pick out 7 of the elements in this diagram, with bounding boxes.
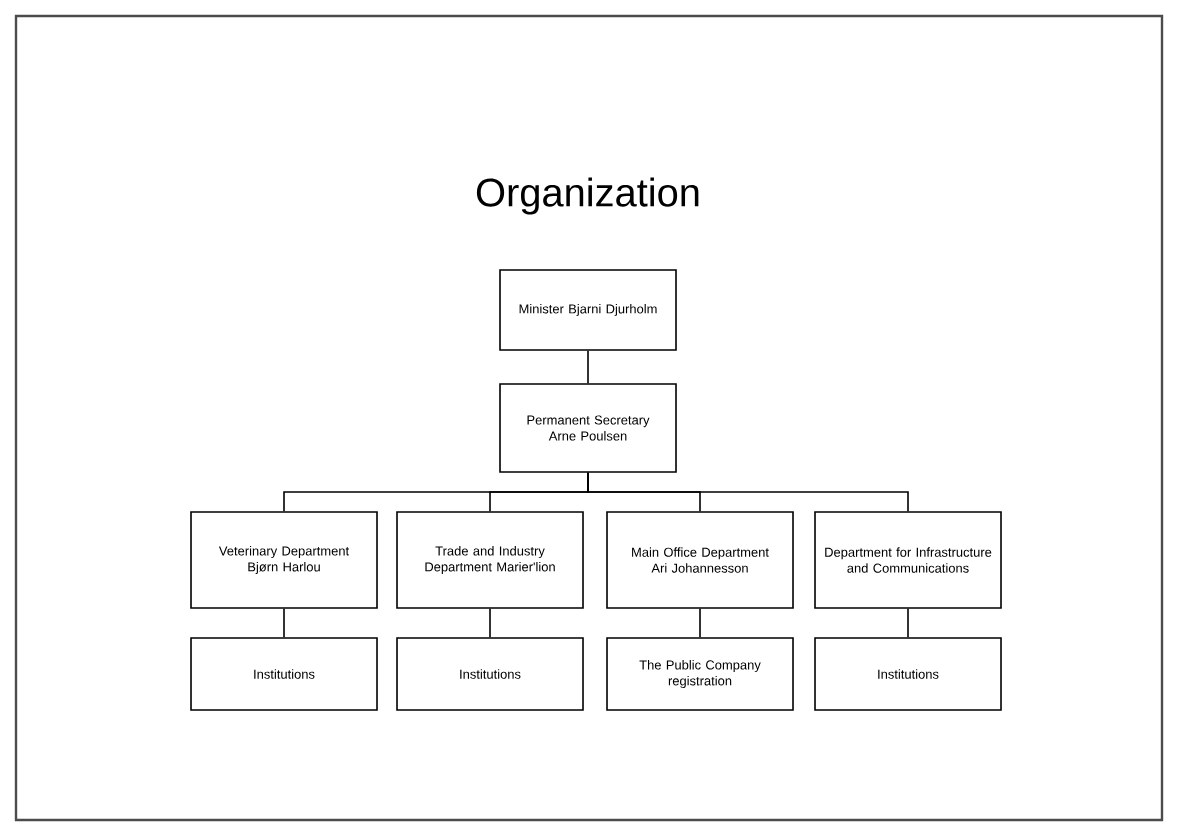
- connector-line: [587, 472, 909, 512]
- connector-line: [489, 608, 491, 638]
- connector-line: [907, 608, 909, 638]
- slide-title: Organization: [476, 177, 699, 215]
- connector-line: [283, 608, 285, 638]
- connector-line: [587, 350, 589, 384]
- connector-line: [699, 608, 701, 638]
